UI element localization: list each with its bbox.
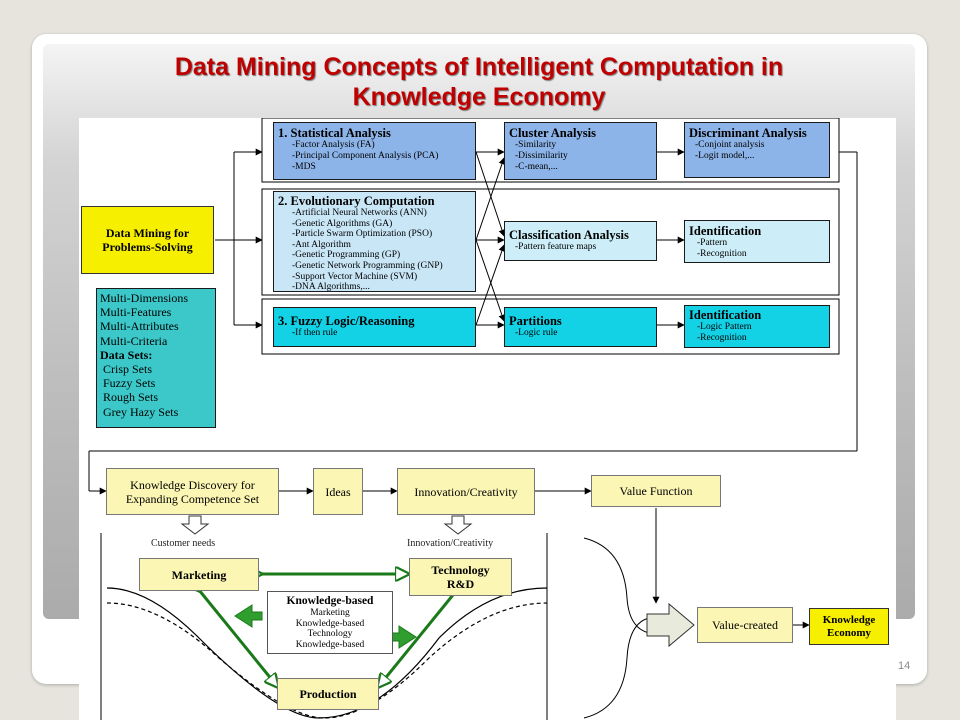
diagram-canvas: Data Mining for Problems-Solving Multi-D… [79, 118, 896, 720]
ideas-box: Ideas [313, 468, 363, 515]
evolutionary-computation-title: 2. Evolutionary Computation [278, 194, 435, 208]
rough-sets-label: Rough Sets [103, 390, 159, 405]
identification-item: -Recognition [697, 249, 747, 259]
statistical-analysis-box: 1. Statistical Analysis -Factor Analysis… [273, 122, 476, 180]
data-sets-heading: Data Sets: [100, 347, 153, 362]
identification-item: -Logic Pattern [697, 322, 752, 332]
classification-analysis-title: Classification Analysis [509, 228, 629, 242]
connector-lines [88, 118, 858, 720]
classification-analysis-box: Classification Analysis -Pattern feature… [504, 221, 657, 261]
value-created-box: Value-created [697, 607, 793, 643]
innovation-creativity-label: Innovation/Creativity [407, 538, 494, 549]
customer-needs-label: Customer needs [151, 538, 216, 549]
evolutionary-item: -Genetic Network Programming (GNP) [292, 260, 443, 271]
identification-item: -Pattern [697, 238, 728, 248]
production-label: Production [299, 687, 357, 701]
identification-item: -Recognition [697, 333, 747, 343]
partitions-box: Partitions -Logic rule [504, 307, 657, 347]
knowledge-based-line: Knowledge-based [295, 639, 365, 650]
knowledge-discovery-box: Knowledge Discovery for Expanding Compet… [106, 468, 279, 515]
cluster-analysis-title: Cluster Analysis [509, 126, 596, 140]
data-sets-box: Multi-Dimensions Multi-Features Multi-At… [96, 288, 216, 428]
identification-title-1: Identification [689, 224, 762, 238]
knowledge-based-line: Technology [307, 629, 353, 639]
statistical-item: -MDS [292, 162, 316, 172]
knowledge-discovery-line-2: Expanding Competence Set [125, 491, 260, 506]
knowledge-economy-line-1: Knowledge [822, 613, 876, 626]
knowledge-economy-line-2: Economy [827, 626, 871, 639]
evolutionary-computation-box: 2. Evolutionary Computation -Artificial … [273, 191, 476, 292]
knowledge-based-line: Marketing [310, 608, 350, 618]
identification-title-2: Identification [689, 308, 762, 322]
page-number: 14 [898, 660, 911, 672]
identification-box-2: Identification -Logic Pattern -Recogniti… [684, 305, 830, 348]
slide-title-line-2: Knowledge Economy [352, 83, 606, 111]
innovation-creativity-box: Innovation/Creativity [397, 468, 535, 515]
discriminant-analysis-box: Discriminant Analysis -Conjoint analysis… [684, 122, 830, 178]
root-line-1: Data Mining for [105, 226, 190, 240]
discriminant-item: -Logit model,... [695, 151, 755, 161]
fuzzy-sets-label: Fuzzy Sets [103, 376, 156, 391]
evolutionary-item: -Ant Algorithm [292, 239, 351, 250]
evolutionary-item: -Genetic Programming (GP) [292, 250, 401, 261]
technology-line-2: R&D [446, 577, 475, 591]
cluster-item: -C-mean,... [515, 162, 558, 172]
multi-criteria-label: Multi-Criteria [100, 333, 168, 348]
knowledge-discovery-line-1: Knowledge Discovery for [130, 477, 255, 492]
knowledge-economy-box: Knowledge Economy [809, 608, 889, 645]
marketing-label: Marketing [171, 567, 227, 582]
crisp-sets-label: Crisp Sets [103, 362, 153, 377]
evolutionary-item: -DNA Algorithms,... [292, 282, 370, 292]
marketing-box: Marketing [139, 558, 259, 591]
partitions-title: Partitions [509, 314, 562, 328]
statistical-item: -Factor Analysis (FA) [292, 140, 375, 150]
slide-title-line-1: Data Mining Concepts of Intelligent Comp… [174, 53, 784, 81]
fuzzy-item: -If then rule [292, 328, 338, 338]
evolutionary-item: -Artificial Neural Networks (ANN) [292, 208, 427, 218]
data-mining-root-box: Data Mining for Problems-Solving [81, 206, 214, 274]
fuzzy-logic-box: 3. Fuzzy Logic/Reasoning -If then rule [273, 307, 476, 347]
classification-item: -Pattern feature maps [515, 242, 597, 252]
multi-dimensions-label: Multi-Dimensions [100, 291, 189, 305]
cluster-item: -Similarity [515, 140, 557, 150]
production-box: Production [277, 678, 379, 710]
fuzzy-logic-title: 3. Fuzzy Logic/Reasoning [278, 314, 415, 328]
value-function-box: Value Function [591, 475, 721, 507]
knowledge-based-title: Knowledge-based [286, 595, 374, 607]
multi-attributes-label: Multi-Attributes [100, 319, 179, 334]
evolutionary-item: -Particle Swarm Optimization (PSO) [292, 229, 433, 240]
cluster-item: -Dissimilarity [515, 151, 568, 161]
statistical-analysis-title: 1. Statistical Analysis [278, 126, 391, 140]
discriminant-item: -Conjoint analysis [695, 140, 765, 150]
root-line-2: Problems-Solving [102, 240, 193, 254]
technology-line-1: Technology [431, 563, 490, 577]
statistical-item: -Principal Component Analysis (PCA) [292, 151, 439, 161]
grey-hazy-sets-label: Grey Hazy Sets [103, 404, 179, 419]
slide-title: Data Mining Concepts of Intelligent Comp… [43, 52, 915, 112]
partitions-item: -Logic rule [515, 328, 558, 338]
identification-box-1: Identification -Pattern -Recognition [684, 220, 830, 263]
evolutionary-item: -Support Vector Machine (SVM) [292, 271, 418, 282]
discriminant-analysis-title: Discriminant Analysis [689, 126, 807, 140]
knowledge-based-box: Knowledge-based Marketing Knowledge-base… [267, 591, 393, 654]
evolutionary-item: -Genetic Algorithms (GA) [292, 218, 393, 229]
technology-rd-box: Technology R&D [409, 558, 512, 596]
multi-features-label: Multi-Features [100, 305, 172, 320]
knowledge-based-line: Knowledge-based [295, 618, 365, 629]
cluster-analysis-box: Cluster Analysis -Similarity -Dissimilar… [504, 122, 657, 180]
